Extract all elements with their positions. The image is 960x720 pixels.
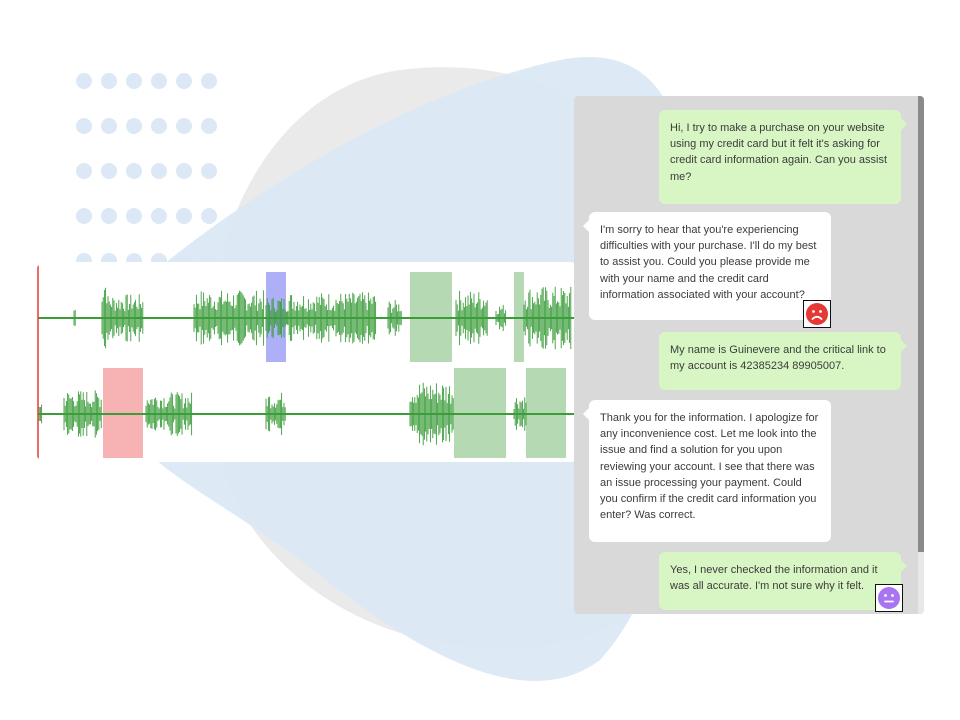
audio-segment-bottom <box>513 397 527 431</box>
audio-segment-top <box>455 290 488 346</box>
chat-message-user: Hi, I try to make a purchase on your web… <box>659 110 907 204</box>
negative-sentiment-badge[interactable] <box>803 300 831 328</box>
chat-transcript-panel[interactable]: Hi, I try to make a purchase on your web… <box>574 96 924 614</box>
scrollbar-thumb[interactable] <box>918 96 924 552</box>
audio-segment-top <box>387 300 402 336</box>
audio-segment-bottom <box>409 382 454 446</box>
audio-segment-top <box>193 290 265 346</box>
chat-message-user: Yes, I never checked the information and… <box>659 552 907 610</box>
neutral-sentiment-badge[interactable] <box>875 584 903 612</box>
audio-segment-top <box>495 305 507 331</box>
audio-segment-top <box>107 294 144 342</box>
audio-segment-bottom <box>145 392 193 436</box>
audio-segment-bottom <box>265 392 286 436</box>
audio-segment-top <box>265 297 289 339</box>
chat-message-agent: I'm sorry to hear that you're experienci… <box>583 212 831 320</box>
audio-segment-top <box>101 287 108 349</box>
scrollbar-track[interactable] <box>918 96 924 614</box>
audio-segment-top <box>73 310 76 326</box>
audio-waveform-panel[interactable] <box>36 262 580 462</box>
audio-segment-top <box>523 286 572 350</box>
neutral-face-icon <box>878 587 900 609</box>
negative-face-icon <box>806 303 828 325</box>
dot-grid <box>68 65 238 285</box>
audio-segment-top <box>287 292 377 344</box>
waveform-canvas[interactable] <box>36 262 580 462</box>
audio-segment-bottom <box>63 390 102 438</box>
chat-message-agent: Thank you for the information. I apologi… <box>583 400 831 542</box>
chat-message-user: My name is Guinevere and the critical li… <box>659 332 907 390</box>
